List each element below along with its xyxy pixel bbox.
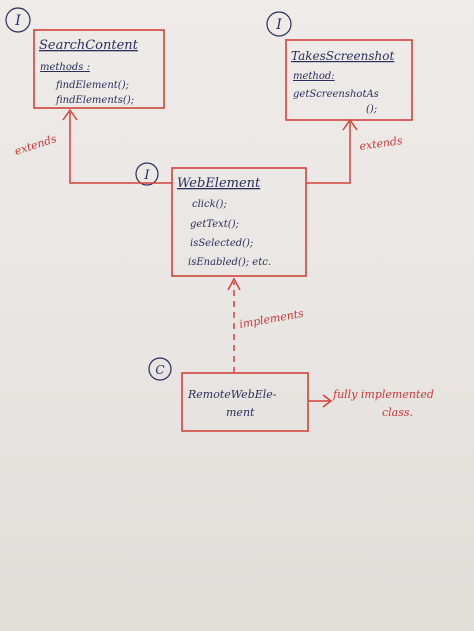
implements-arrowhead: [227, 277, 241, 291]
search-content-box: [33, 29, 165, 109]
interface-marker-label: I: [275, 17, 282, 33]
note-text-line: class.: [382, 406, 413, 419]
takes-screenshot-method: ();: [366, 104, 377, 115]
search-content-methods-label: methods :: [40, 62, 90, 73]
web-element-box: [171, 167, 307, 277]
extends-line-right: [306, 122, 351, 184]
web-element-method: isSelected();: [190, 238, 253, 249]
remote-web-element-class: C RemoteWebEle- ment: [148, 357, 309, 432]
takes-screenshot-interface: I TakesScreenshot method: getScreenshotA…: [266, 11, 413, 121]
takes-screenshot-box: [285, 39, 413, 121]
extends-label-right: extends: [359, 134, 404, 153]
note-text-line: fully implemented: [332, 388, 434, 401]
extends-connector-right: extends: [306, 118, 404, 184]
implements-label: implements: [238, 307, 305, 331]
class-marker-label: C: [155, 363, 164, 377]
remote-web-element-title-line: RemoteWebEle-: [187, 388, 277, 401]
extends-label-left: extends: [13, 132, 59, 158]
search-content-method: findElements();: [55, 95, 134, 106]
search-content-interface: I SearchContent methods : findElement();…: [5, 7, 165, 109]
note-arrowhead: [322, 394, 333, 408]
implements-connector: implements: [227, 277, 305, 373]
interface-marker-circle: [135, 162, 159, 186]
extends-arrowhead-left: [62, 108, 78, 121]
search-content-method: findElement();: [55, 80, 129, 91]
web-element-method: getText();: [190, 219, 239, 230]
interface-marker-circle: [266, 11, 292, 37]
search-content-title: SearchContent: [39, 38, 139, 53]
fully-implemented-note: fully implemented class.: [308, 388, 434, 419]
interface-marker-label: I: [14, 13, 21, 29]
extends-line-left: [69, 112, 172, 184]
extends-arrowhead-right: [342, 118, 358, 131]
takes-screenshot-title: TakesScreenshot: [291, 49, 394, 63]
web-element-interface: I WebElement click(); getText(); isSelec…: [135, 162, 307, 277]
web-element-method: click();: [192, 199, 227, 210]
class-marker-circle: [148, 357, 172, 381]
web-element-method: isEnabled(); etc.: [188, 257, 271, 268]
remote-web-element-title-line: ment: [226, 406, 255, 419]
web-element-title: WebElement: [177, 176, 261, 191]
takes-screenshot-method: getScreenshotAs: [293, 89, 379, 100]
interface-marker-label: I: [143, 168, 150, 183]
remote-web-element-box: [181, 372, 309, 432]
interface-marker-circle: [5, 7, 31, 33]
takes-screenshot-method-label: method:: [293, 71, 335, 82]
